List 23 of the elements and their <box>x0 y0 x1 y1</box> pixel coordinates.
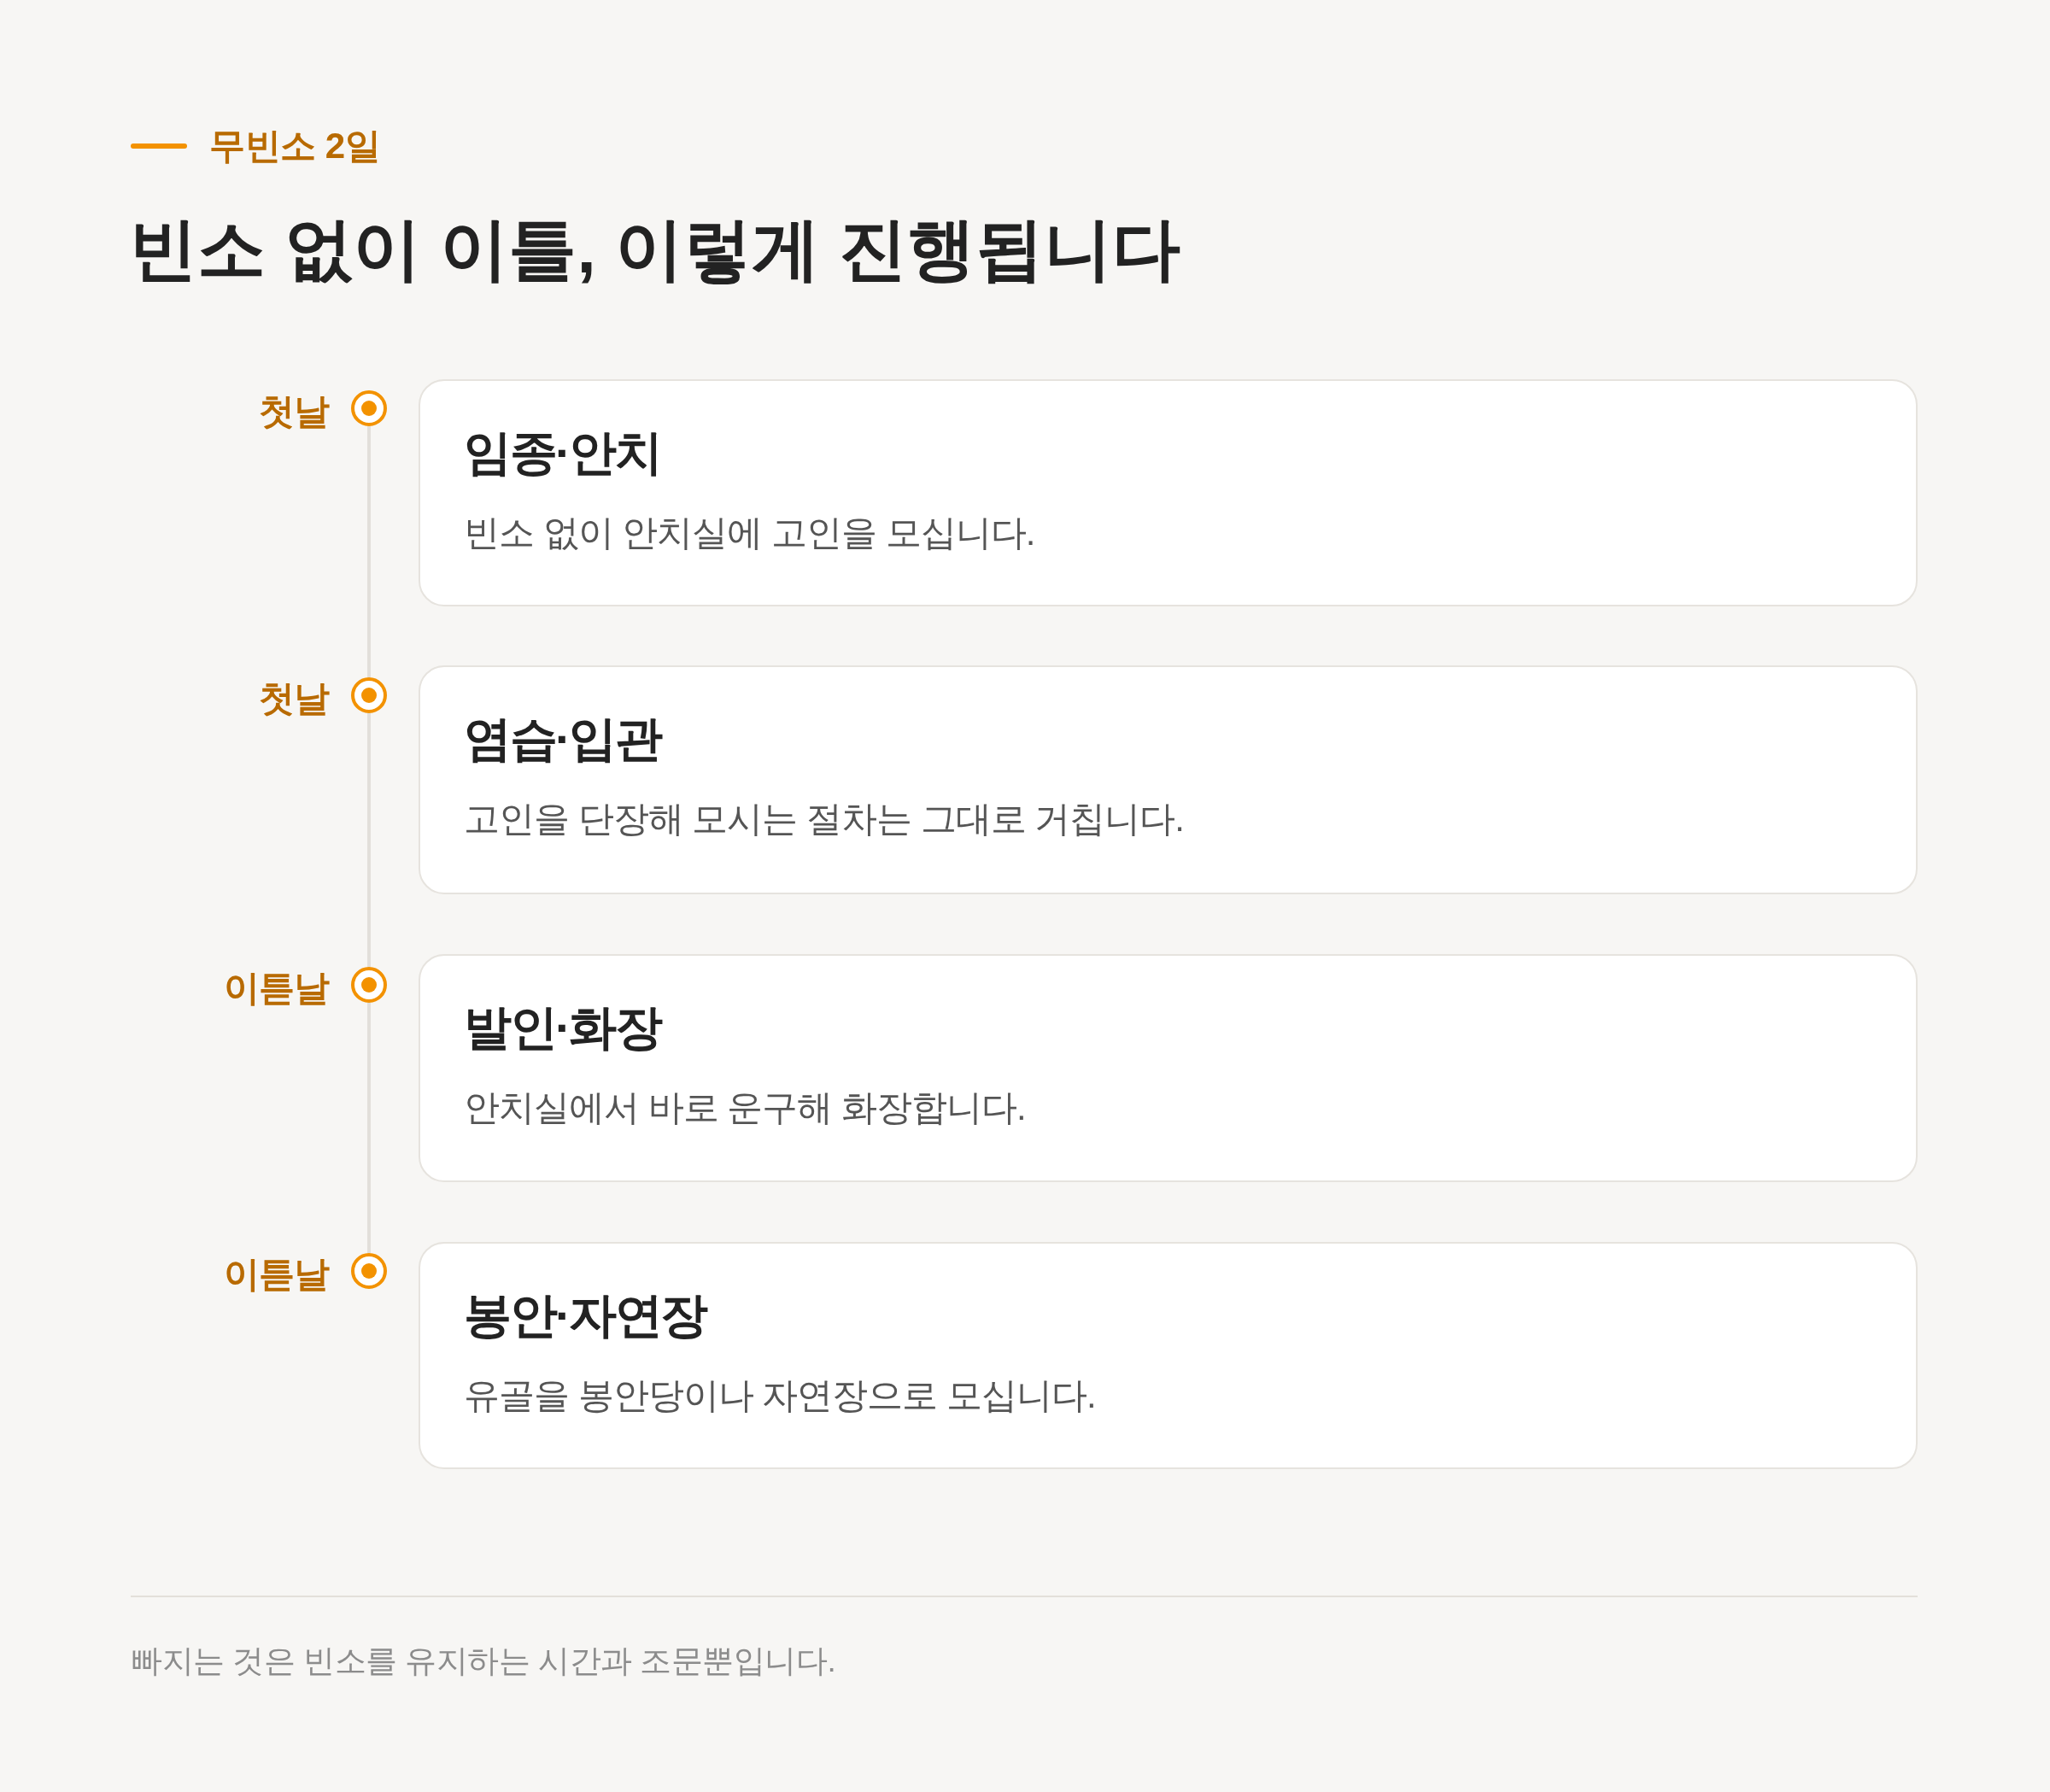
day-label: 첫날 <box>259 391 331 432</box>
step-title: 임종·안치 <box>464 425 662 481</box>
step-description: 고인을 단장해 모시는 절차는 그대로 거칩니다. <box>464 798 1185 840</box>
day-label: 이튿날 <box>224 1254 331 1295</box>
step-description: 유골을 봉안당이나 자연장으로 모십니다. <box>464 1374 1097 1417</box>
title: 빈소 없이 이틀, 이렇게 진행됩니다 <box>129 210 1182 289</box>
step-description: 빈소 없이 안치실에 고인을 모십니다. <box>464 512 1036 554</box>
timeline-dot <box>351 967 387 1003</box>
timeline-dot <box>351 677 387 713</box>
step-card <box>419 1242 1918 1469</box>
step-card <box>419 379 1918 606</box>
step-title: 봉안·자연장 <box>464 1287 708 1344</box>
step-card <box>419 665 1918 894</box>
step-title: 염습·입관 <box>464 711 662 767</box>
day-label: 첫날 <box>259 678 331 719</box>
eyebrow-label: 무빈소 2일 <box>209 125 382 167</box>
step-title: 발인·화장 <box>464 999 662 1056</box>
step-card <box>419 954 1918 1182</box>
caption: 빠지는 것은 빈소를 유지하는 시간과 조문뿐입니다. <box>131 1643 837 1680</box>
step-description: 안치실에서 바로 운구해 화장합니다. <box>464 1086 1027 1129</box>
day-label: 이튿날 <box>224 968 331 1009</box>
timeline-dot <box>351 1253 387 1289</box>
timeline-dot <box>351 390 387 426</box>
